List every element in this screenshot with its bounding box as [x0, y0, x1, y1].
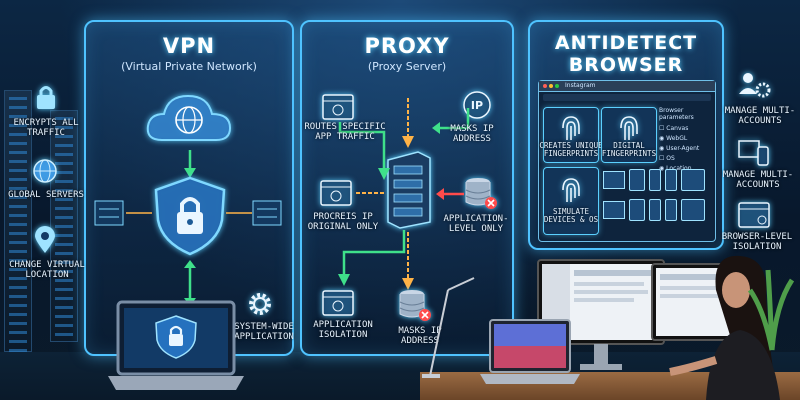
param-item: ◉ User-Agent [659, 145, 700, 152]
params-title: Browser parameters [659, 107, 694, 121]
device-laptop-icon [603, 201, 625, 219]
vpn-feature-system-wide: SYSTEM-WIDE APPLICATION [234, 322, 294, 342]
device-grid [601, 167, 711, 233]
proxy-feature-procreis: PROCREIS IP ORIGINAL ONLY [307, 212, 379, 232]
device-phone-icon [649, 199, 661, 221]
device-tablet-icon [681, 169, 705, 191]
fingerprint-icon [562, 178, 580, 203]
shield-lock-icon [154, 176, 226, 256]
proxy-feature-isolation: APPLICATION ISOLATION [313, 320, 373, 340]
cloud-globe-icon [146, 94, 232, 141]
param-item: ◉ Location [659, 165, 692, 172]
device-tablet-icon [629, 199, 645, 221]
browser-titlebar: Instagram [539, 81, 715, 92]
proxy-subtitle: (Proxy Server) [367, 60, 447, 73]
browser-window-icon [320, 180, 352, 206]
device-phone-icon [665, 169, 677, 191]
arrow-red-icon [436, 188, 464, 200]
browser-window: Instagram CREATES UNIQUE FINGERPRINTS DI… [538, 80, 716, 242]
browser-window-icon [738, 202, 770, 228]
server-rack [4, 90, 32, 352]
arrow-green-icon [432, 108, 470, 134]
gear-icon [249, 293, 271, 315]
device-tablet-icon [629, 169, 645, 191]
plant-icon [747, 269, 795, 351]
proxy-feature-routes: ROUTES SPECIFIC APP TRAFFIC [304, 122, 386, 142]
vpn-feature-location: CHANGE VIRTUAL LOCATION [9, 260, 85, 280]
device-phone-icon [665, 199, 677, 221]
fingerprint-tile-digital: DIGITAL FINGERPRINTS [601, 107, 657, 163]
location-pin-icon [35, 226, 55, 253]
vpn-subtitle: (Virtual Private Network) [121, 60, 257, 73]
antidetect-feature-manage-1: MANAGE MULTI-ACCOUNTS [724, 106, 796, 126]
arrow-green-icon [338, 122, 390, 180]
arrow-horizontal-icon [126, 212, 152, 214]
vpn-title: VPN [162, 34, 216, 58]
globe-icon [33, 159, 57, 183]
padlock-icon [37, 86, 55, 109]
laptop-icon [108, 300, 244, 390]
window-maximize-dot[interactable] [555, 84, 559, 88]
devices-icon [738, 140, 769, 166]
ip-icon: IP [463, 91, 491, 119]
param-item: ☐ OS [659, 155, 675, 162]
device-monitor-icon [603, 171, 625, 189]
arrow-orange-icon [402, 232, 414, 290]
browser-window-icon [322, 290, 354, 316]
antidetect-title-line1: ANTIDETECT [554, 32, 698, 54]
window-close-dot[interactable] [543, 84, 547, 88]
svg-text:IP: IP [471, 99, 483, 112]
desk-lamp [422, 277, 475, 378]
fingerprint-tile-simulate: SIMULATE DEVICES & OS [543, 167, 599, 235]
proxy-title: PROXY [364, 34, 450, 58]
proxy-feature-app-level: APPLICATION-LEVEL ONLY [443, 214, 509, 234]
fingerprint-icon [562, 116, 580, 141]
server-rack [50, 110, 78, 342]
device-tablet-icon [681, 199, 705, 221]
antidetect-title-line2: BROWSER [568, 54, 684, 76]
proxy-panel: PROXY (Proxy Server) IP [300, 20, 514, 356]
proxy-server-icon [387, 151, 431, 229]
woman-at-desk [669, 255, 780, 400]
laptop-desk [480, 319, 580, 384]
antidetect-feature-isolation: BROWSER-LEVEL ISOLATION [721, 232, 793, 252]
proxy-feature-masks-ip-top: MASKS IP ADDRESS [450, 124, 494, 144]
fingerprint-tile-unique: CREATES UNIQUE FINGERPRINTS [539, 107, 603, 163]
browser-window-icon [322, 94, 354, 120]
browser-tab[interactable]: Instagram [565, 82, 596, 89]
vpn-feature-encrypts: ENCRYPTS ALL TRAFFIC [13, 118, 79, 138]
tile-label-digital: DIGITAL FINGERPRINTS [601, 141, 657, 158]
arrow-orange-icon [356, 192, 384, 194]
address-bar[interactable] [543, 94, 711, 101]
arrow-horizontal-icon [226, 212, 252, 214]
server-box-icon [252, 200, 282, 226]
window-minimize-dot[interactable] [549, 84, 553, 88]
arrow-orange-icon [402, 98, 414, 148]
device-phone-icon [649, 169, 661, 191]
tile-label-simulate: SIMULATE DEVICES & OS [543, 207, 599, 224]
vpn-feature-global: GLOBAL SERVERS [8, 190, 84, 200]
proxy-feature-masks-ip-bottom: MASKS IP ADDRESS [398, 326, 442, 346]
arrow-down-icon [184, 150, 196, 178]
tile-label-unique: CREATES UNIQUE FINGERPRINTS [539, 141, 603, 158]
vpn-panel: VPN (Virtual Private Network) [84, 20, 294, 356]
arrow-green-icon [338, 230, 406, 286]
param-item: ☐ Canvas [659, 125, 689, 132]
fingerprint-icon [620, 116, 638, 141]
antidetect-feature-manage-2: MANAGE MULTI-ACCOUNTS [722, 170, 794, 190]
browser-parameters: Browser parameters ☐ Canvas ◉ WebGL ◉ Us… [659, 107, 713, 174]
param-item: ◉ WebGL [659, 135, 688, 142]
antidetect-panel: ANTIDETECT BROWSER Instagram CREATES UNI… [528, 20, 724, 250]
server-box-icon [94, 200, 124, 226]
users-gear-icon [739, 73, 771, 98]
database-icon [465, 178, 497, 209]
database-icon [399, 290, 431, 321]
